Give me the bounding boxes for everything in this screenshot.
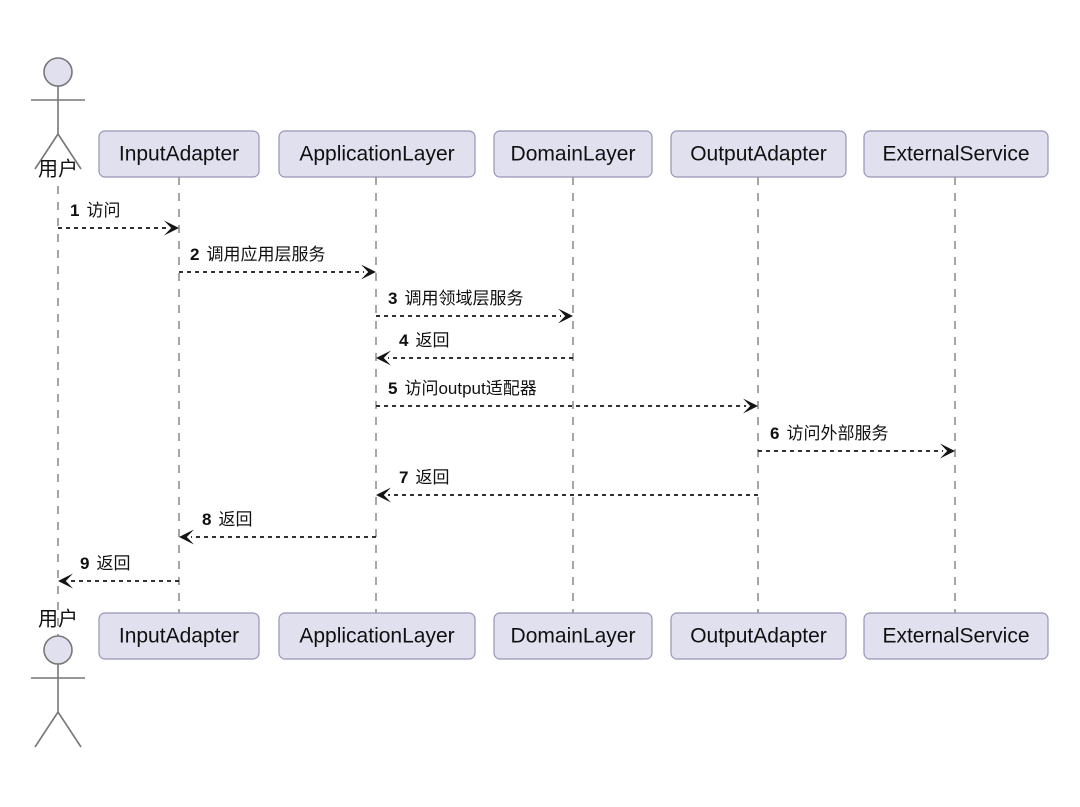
actor-top[interactable]: 用户 [31,57,85,180]
message-label: 4 返回 [399,331,449,350]
participant-box[interactable] [493,612,653,660]
participant-label: ApplicationLayer [299,143,454,166]
actor-leg-right-icon [57,711,82,748]
message-7[interactable]: 7 返回 [376,468,758,503]
participant-box[interactable] [670,612,847,660]
message-9[interactable]: 9 返回 [58,554,179,589]
message-3[interactable]: 3 调用领域层服务 [376,289,573,324]
message-text: 返回 [96,554,130,573]
message-6[interactable]: 6 访问外部服务 [758,424,955,459]
actor-label: 用户 [38,607,78,630]
participant-inputadapter-bottom[interactable]: InputAdapter [98,612,260,660]
participant-box[interactable] [670,130,847,178]
message-number: 1 [70,201,79,220]
participant-label: ExternalService [882,625,1029,648]
message-text: 返回 [415,468,449,487]
participant-box[interactable] [98,130,260,178]
participant-label: OutputAdapter [690,143,827,166]
message-text: 调用应用层服务 [206,245,325,264]
participant-label: ApplicationLayer [299,625,454,648]
message-text: 返回 [415,331,449,350]
actor-label: 用户 [38,157,78,180]
participant-box[interactable] [278,130,476,178]
participant-box[interactable] [278,612,476,660]
participant-label: InputAdapter [119,143,239,166]
lifelines-group [57,177,956,650]
message-number: 8 [202,510,211,529]
message-5[interactable]: 5 访问output适配器 [376,379,758,414]
participant-domainlayer-bottom[interactable]: DomainLayer [493,612,653,660]
message-arrowhead-icon [164,220,179,236]
message-8[interactable]: 8 返回 [179,510,376,545]
message-number: 5 [388,379,397,398]
message-arrowhead-icon [376,350,391,366]
message-2[interactable]: 2 调用应用层服务 [179,245,376,280]
message-arrowhead-icon [376,487,391,503]
message-label: 2 调用应用层服务 [190,245,325,264]
message-text: 访问外部服务 [786,424,888,443]
message-number: 6 [770,424,779,443]
message-4[interactable]: 4 返回 [376,331,573,366]
participant-boxes-top[interactable]: InputAdapter ApplicationLayer DomainLayer O… [98,130,1049,178]
actor-leg-left-icon [34,133,59,170]
message-label: 6 访问外部服务 [770,424,888,443]
message-number: 9 [80,554,89,573]
participant-label: OutputAdapter [690,625,827,648]
actor-bottom[interactable]: 用户 [31,607,85,748]
participant-box[interactable] [863,612,1049,660]
message-label: 1 访问 [70,201,120,220]
participant-box[interactable] [863,130,1049,178]
message-label: 3 调用领域层服务 [388,289,523,308]
actor-leg-right-icon [57,133,82,170]
participant-domainlayer-top[interactable]: DomainLayer [493,130,653,178]
message-label: 9 返回 [80,554,130,573]
message-label: 8 返回 [202,510,252,529]
message-number: 4 [399,331,409,350]
participant-externalservice-bottom[interactable]: ExternalService [863,612,1049,660]
messages-group[interactable]: 1 访问 2 调用应用层服务 3 调用领域层服务 4 返回 5 访问output适配器 6 访问外部服… [58,201,955,589]
message-1[interactable]: 1 访问 [58,201,179,236]
participant-label: DomainLayer [511,143,636,166]
message-arrowhead-icon [743,398,758,414]
message-number: 2 [190,245,199,264]
participant-applicationlayer-top[interactable]: ApplicationLayer [278,130,476,178]
message-label: 5 访问output适配器 [388,379,537,398]
message-arrowhead-icon [940,443,955,459]
message-number: 7 [399,468,408,487]
message-text: 访问 [86,201,120,220]
actor-leg-left-icon [34,711,59,748]
participant-outputadapter-bottom[interactable]: OutputAdapter [670,612,847,660]
message-label: 7 返回 [399,468,449,487]
message-text: 访问output适配器 [404,379,536,398]
participant-label: DomainLayer [511,625,636,648]
message-arrowhead-icon [179,529,194,545]
message-arrowhead-icon [58,573,73,589]
message-arrowhead-icon [361,264,376,280]
participant-externalservice-top[interactable]: ExternalService [863,130,1049,178]
participant-label: ExternalService [882,143,1029,166]
message-arrowhead-icon [558,308,573,324]
participant-outputadapter-top[interactable]: OutputAdapter [670,130,847,178]
participant-box[interactable] [493,130,653,178]
actor-head-icon [43,57,73,87]
actor-head-icon [43,635,73,665]
participant-applicationlayer-bottom[interactable]: ApplicationLayer [278,612,476,660]
participant-box[interactable] [98,612,260,660]
participant-boxes-bottom[interactable]: InputAdapter ApplicationLayer DomainLayer O… [98,612,1049,660]
participant-label: InputAdapter [119,625,239,648]
message-text: 返回 [218,510,252,529]
participant-inputadapter-top[interactable]: InputAdapter [98,130,260,178]
message-number: 3 [388,289,397,308]
message-text: 调用领域层服务 [404,289,523,308]
